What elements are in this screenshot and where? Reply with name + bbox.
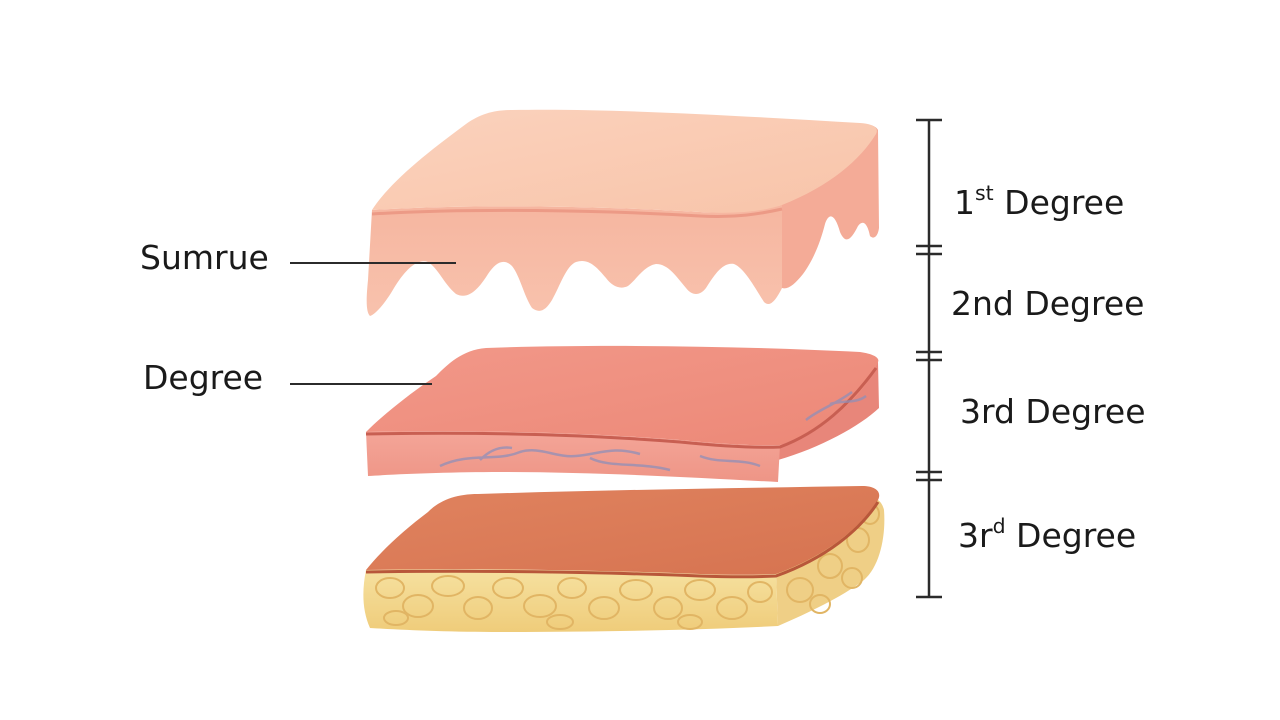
scale-label-1st-degree: 1st Degree [954,183,1125,222]
scale-label-1-main: 1 [954,183,975,222]
top-layer-right-side [780,124,879,289]
scale-label-1-sup: st [975,180,994,205]
blood-vessels [439,390,867,472]
scale-label-4-main: 3r [958,516,993,555]
label-degree: Degree [143,358,264,397]
scale-label-3rd-degree-bottom: 3rd Degree [958,516,1137,555]
bottom-layer-upper-face [366,486,880,575]
scale-label-2nd-degree: 2nd Degree [951,287,1144,320]
scale-label-1-suffix: Degree [993,183,1125,222]
top-layer-front-side [366,205,782,316]
top-skin-layer [366,109,879,316]
depth-scale-bracket [916,118,942,599]
middle-skin-layer [365,345,879,482]
scale-label-3rd-degree: 3rd Degree [960,395,1146,428]
label-sumrue: Sumrue [140,238,269,277]
top-layer-upper-face [372,109,877,213]
middle-layer-upper-face [366,345,879,446]
scale-label-4-suffix: Degree [1005,516,1137,555]
top-layer-edge-line [371,207,783,219]
bottom-skin-layer [363,486,885,632]
fat-layer-front-side [363,569,778,632]
scale-label-4-sup: d [992,513,1006,538]
middle-layer-edge-line [365,367,878,449]
scale-label-3-main: 3rd Degree [960,392,1146,431]
scale-label-2-main: 2nd Degree [951,284,1145,323]
bottom-layer-edge-line [365,501,880,579]
